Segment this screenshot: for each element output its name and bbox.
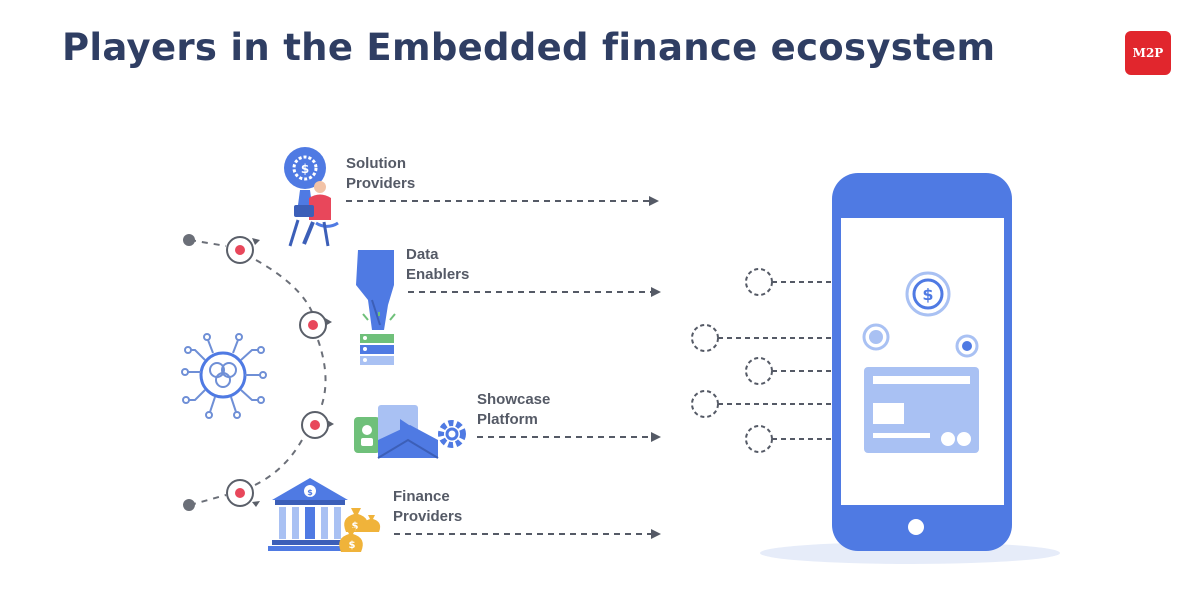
svg-text:$: $	[922, 285, 933, 304]
person-with-laptop-and-gear-icon: $	[284, 147, 339, 247]
label-line-1: Showcase	[477, 391, 551, 408]
smartphone-payment-icon: $	[760, 173, 1060, 564]
flow-arrows	[346, 196, 661, 539]
label-line-2: Platform	[477, 411, 538, 428]
hand-pressing-server-icon	[356, 250, 396, 365]
phone-connectors	[691, 268, 834, 453]
svg-text:$: $	[352, 521, 359, 532]
label-line-1: Solution	[346, 155, 406, 172]
label-line-1: Finance	[393, 488, 450, 505]
label-finance-providers: Finance Providers	[393, 487, 523, 527]
brand-logo: M2P	[1125, 31, 1171, 75]
circuit-chip-icon	[181, 333, 267, 419]
chain-node	[301, 411, 334, 439]
chain-node	[226, 236, 260, 264]
label-line-2: Enablers	[406, 266, 470, 283]
chain-node	[299, 311, 332, 339]
svg-text:$: $	[349, 540, 356, 551]
page-title: Players in the Embedded finance ecosyste…	[62, 26, 996, 69]
bank-with-money-bags-icon: $ $ $	[268, 478, 381, 552]
label-solution-providers: Solution Providers	[346, 154, 476, 194]
label-line-2: Providers	[346, 175, 416, 192]
label-line-2: Providers	[393, 508, 463, 525]
video-envelope-gear-icon	[354, 405, 466, 459]
chain-node	[226, 479, 260, 507]
label-line-1: Data	[406, 246, 439, 263]
svg-text:$: $	[307, 488, 313, 497]
svg-text:$: $	[301, 162, 309, 176]
label-data-enablers: Data Enablers	[406, 245, 536, 285]
chain-end-dot	[183, 234, 195, 246]
chain-end-dot	[183, 499, 195, 511]
connector-chain	[189, 239, 327, 506]
label-showcase-platform: Showcase Platform	[477, 390, 607, 430]
